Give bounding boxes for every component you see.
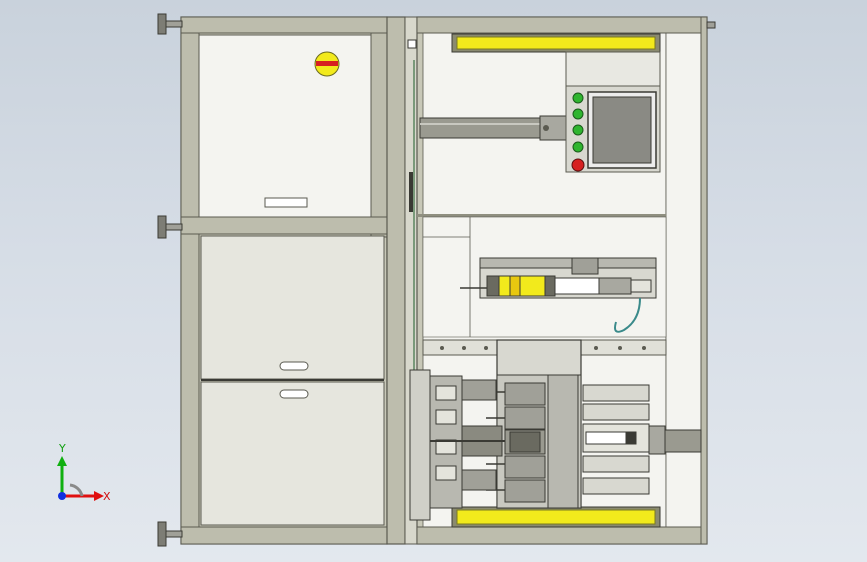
light-curtain-top [451, 33, 661, 53]
drawer-lower [200, 381, 385, 526]
emergency-knob-icon [314, 51, 340, 77]
right-machine [409, 16, 708, 545]
indexing-fixture [486, 339, 582, 509]
upper-cabinet-door [198, 34, 372, 218]
indicator-light-red [571, 158, 585, 172]
control-panel [565, 51, 661, 173]
indicator-light-green [572, 141, 584, 153]
axis-label-x: X [103, 490, 111, 503]
slide-stack [582, 384, 702, 495]
leveling-feet [157, 13, 183, 547]
linear-actuator [460, 257, 657, 333]
rail-holes [440, 346, 646, 350]
drawer-upper [200, 235, 385, 380]
indicator-light-green [572, 92, 584, 104]
left-cabinet [180, 16, 388, 545]
axis-triad-icon [57, 456, 104, 501]
indicator-light-green [572, 124, 584, 136]
indicator-light-green [572, 108, 584, 120]
light-curtain-bottom [451, 506, 661, 528]
gripper-cluster [409, 369, 505, 521]
axis-label-y: Y [58, 442, 66, 455]
boom-arm [419, 115, 567, 141]
